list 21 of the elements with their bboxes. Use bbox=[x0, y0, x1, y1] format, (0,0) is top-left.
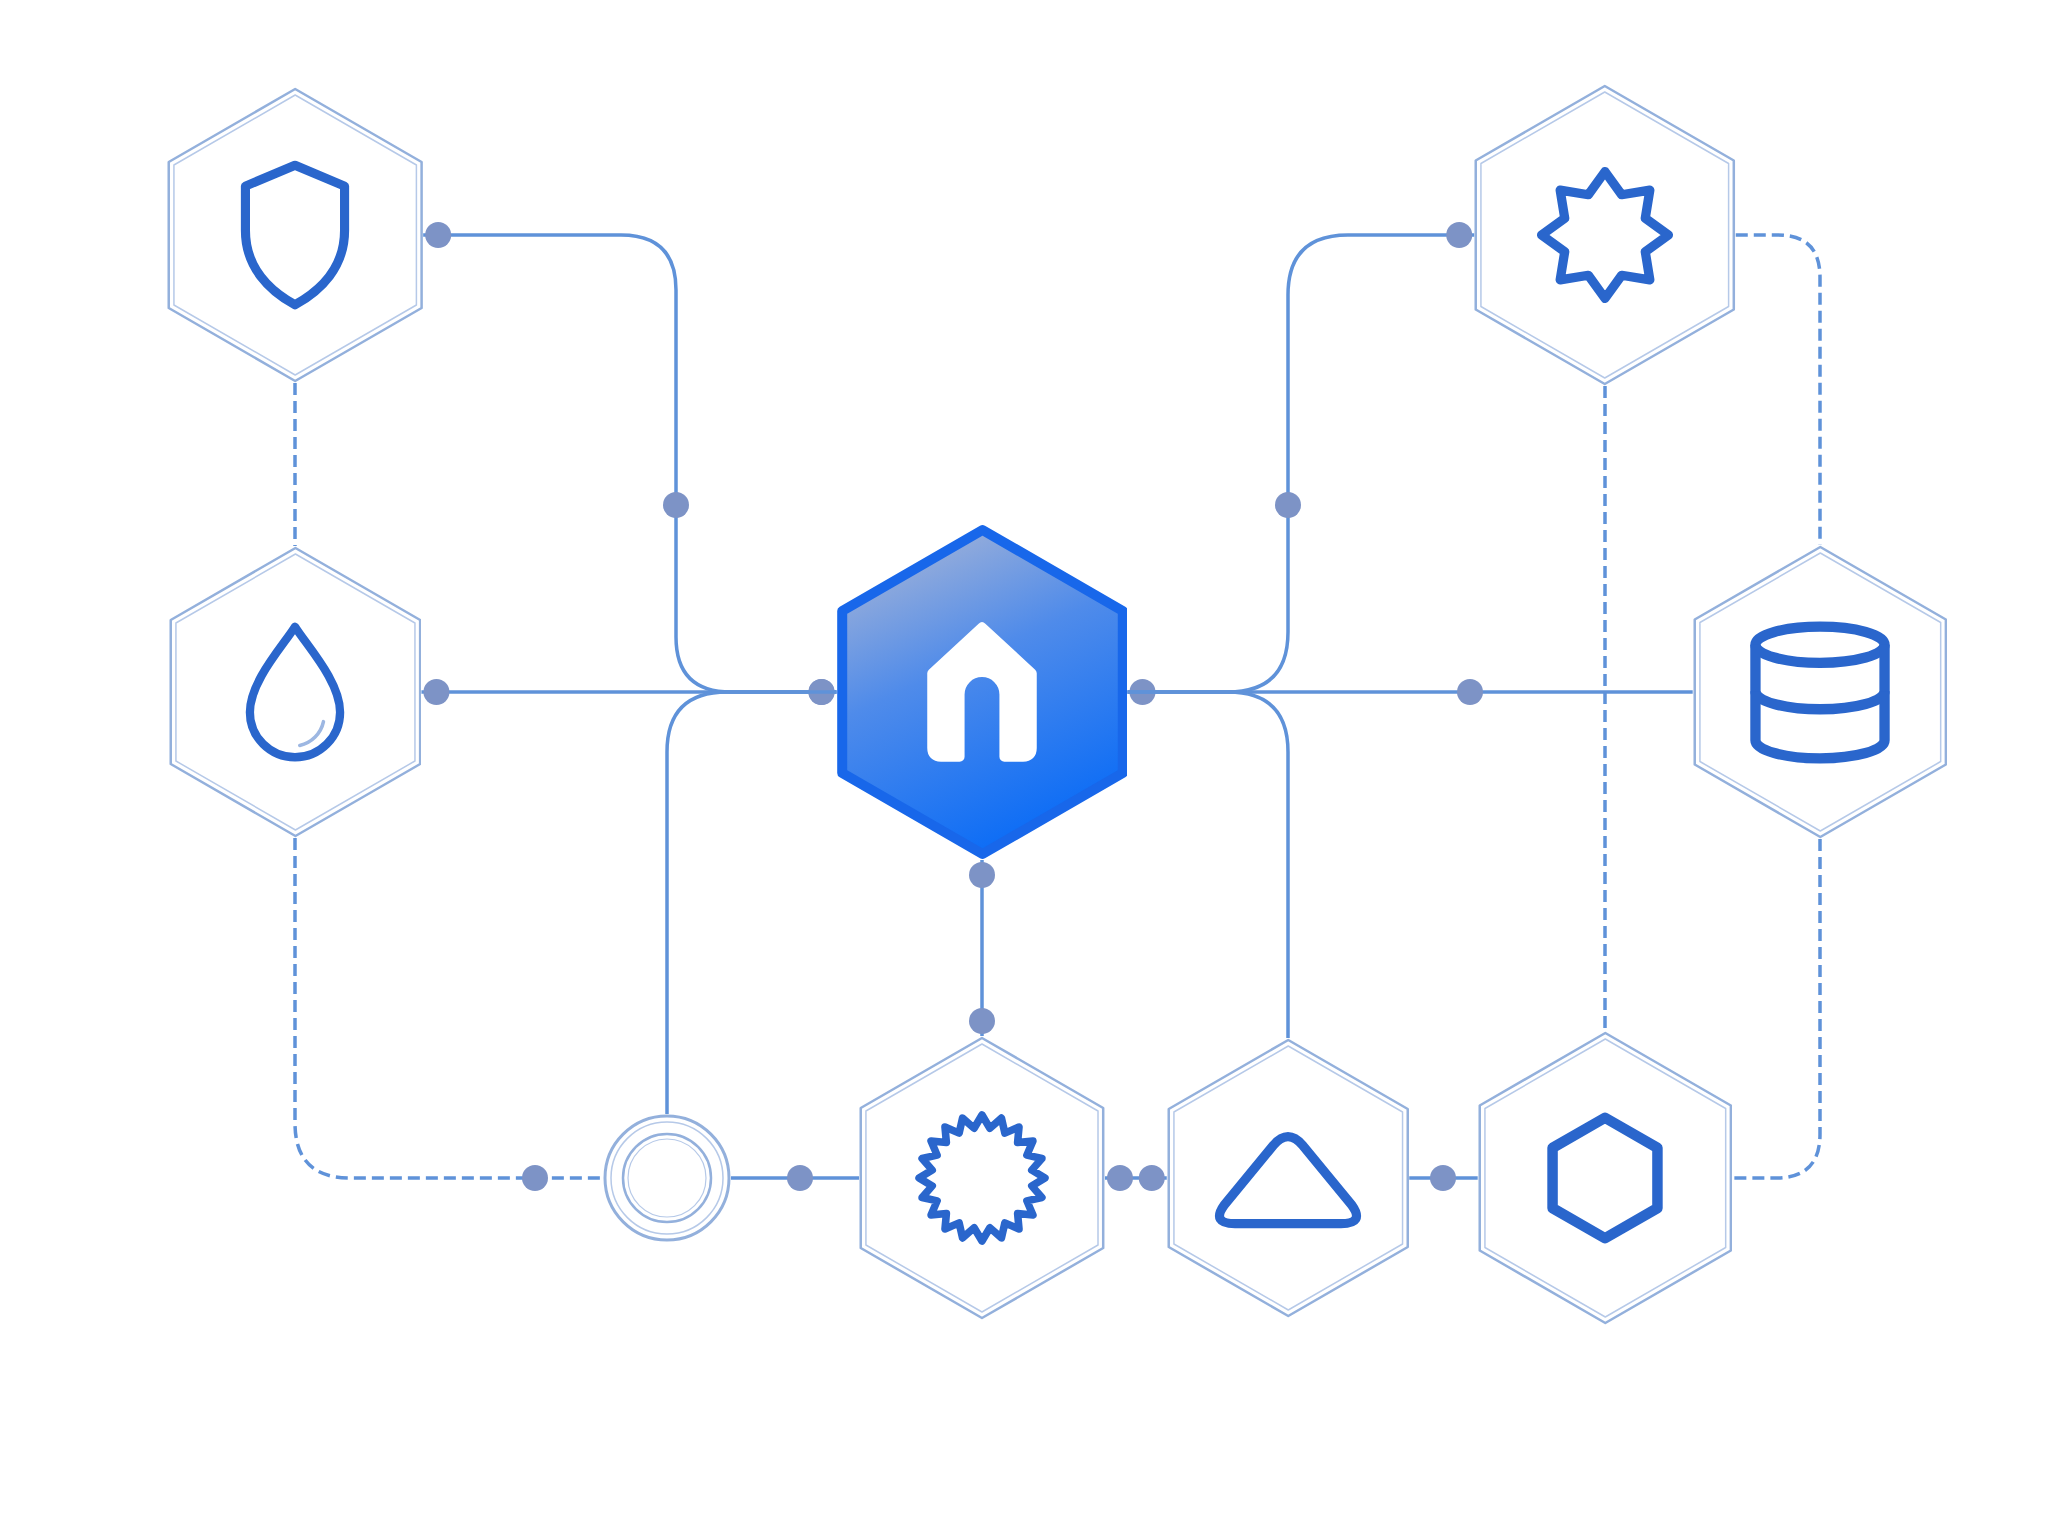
hexagon-node bbox=[1474, 84, 1736, 386]
dashed-connector bbox=[1732, 839, 1822, 1180]
dashed-connector bbox=[1603, 386, 1607, 1031]
hexagon-node bbox=[1166, 1038, 1410, 1318]
hexagon-node bbox=[168, 546, 422, 838]
connector bbox=[1127, 222, 1475, 705]
dashed-connector bbox=[293, 383, 297, 546]
dashed-connector bbox=[293, 838, 603, 1191]
connector bbox=[731, 1165, 859, 1191]
connector bbox=[969, 860, 995, 1036]
hexagon-node bbox=[859, 1036, 1105, 1320]
connector bbox=[665, 690, 837, 1114]
connector bbox=[421, 679, 837, 705]
ring-node bbox=[603, 1114, 731, 1242]
connector bbox=[1127, 690, 1290, 1038]
hexagon-node bbox=[1692, 545, 1948, 839]
connector bbox=[1105, 1165, 1167, 1191]
hexagon-node bbox=[836, 524, 1128, 860]
hexagon-node bbox=[166, 87, 424, 383]
connector bbox=[1409, 1165, 1478, 1191]
hexagon-node bbox=[1477, 1031, 1733, 1325]
